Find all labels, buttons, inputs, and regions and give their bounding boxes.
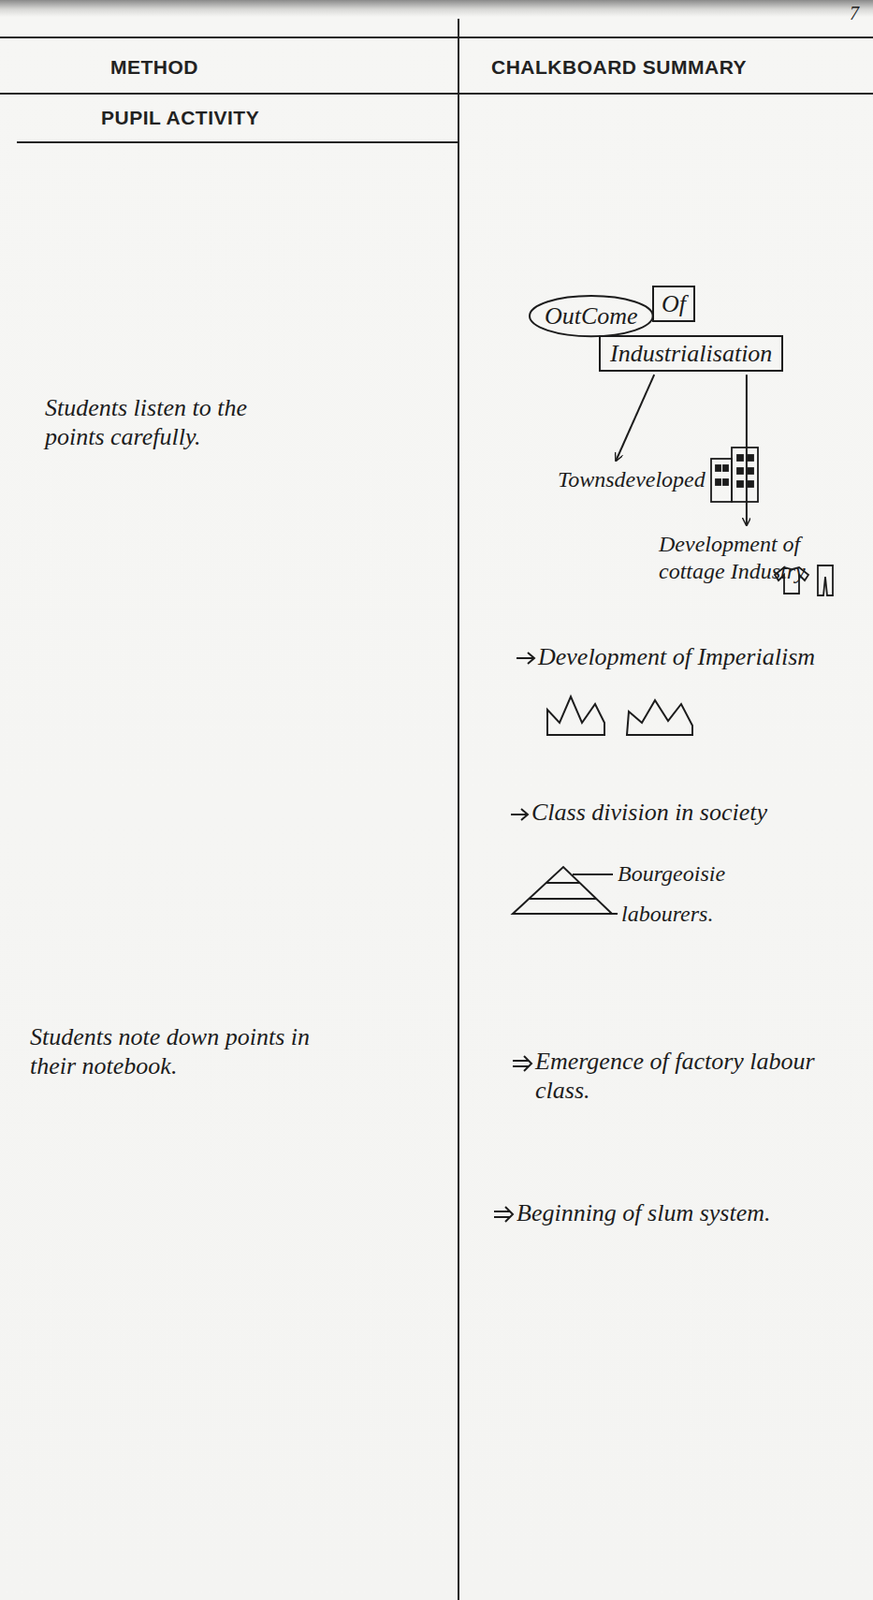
trousers-symbol bbox=[817, 565, 833, 596]
bullet-arrow bbox=[512, 1055, 532, 1071]
node-text: OutCome bbox=[544, 301, 639, 331]
text-node: Townsdeveloped bbox=[553, 464, 710, 495]
node-text: Of bbox=[661, 289, 686, 319]
class-pyramid bbox=[512, 866, 618, 914]
building bbox=[711, 458, 732, 502]
pyramid-layer bbox=[529, 897, 597, 900]
window bbox=[723, 465, 728, 471]
node-text: Development of cottage Industry bbox=[658, 530, 863, 585]
rule-line bbox=[0, 92, 873, 95]
window bbox=[747, 467, 754, 474]
leader-line bbox=[611, 912, 618, 915]
oval-node: OutCome bbox=[529, 295, 654, 336]
crown-symbol bbox=[626, 699, 693, 735]
bullet-arrow bbox=[494, 1206, 513, 1222]
building bbox=[731, 447, 758, 502]
bullet-arrow bbox=[510, 808, 528, 820]
pyramid-layer bbox=[546, 881, 581, 884]
crown-symbol bbox=[547, 696, 605, 735]
handwritten-note: Students listen to the points carefully. bbox=[44, 392, 270, 452]
bullet-arrows bbox=[494, 652, 535, 1222]
handwritten-note: Students note down points in their noteb… bbox=[29, 1021, 330, 1080]
column-divider bbox=[457, 18, 460, 1600]
arrow-connector bbox=[615, 374, 655, 461]
window bbox=[737, 480, 743, 487]
column-heading: PUPIL ACTIVITY bbox=[101, 106, 260, 130]
boxed-node: Of bbox=[652, 285, 696, 322]
window bbox=[715, 465, 721, 471]
text-node: Development of cottage Industry bbox=[654, 528, 867, 587]
crown-icons bbox=[547, 696, 693, 735]
window bbox=[737, 454, 743, 461]
window bbox=[723, 479, 728, 485]
oval-outline bbox=[529, 295, 654, 336]
handwritten-note: Bourgeoisie bbox=[617, 859, 726, 888]
column-heading: METHOD bbox=[110, 56, 199, 79]
rule-line bbox=[0, 36, 873, 39]
handwritten-note: labourers. bbox=[621, 900, 713, 928]
handwritten-note: Beginning of slum system. bbox=[516, 1197, 854, 1227]
window bbox=[715, 479, 721, 485]
handwritten-note: Development of Imperialism bbox=[538, 641, 857, 671]
node-text: Industrialisation bbox=[610, 338, 772, 368]
column-heading: CHALKBOARD SUMMARY bbox=[491, 56, 747, 79]
node-text: Townsdeveloped bbox=[557, 465, 706, 494]
leader-line bbox=[572, 873, 613, 875]
ruled-lines bbox=[0, 18, 873, 1600]
handwritten-note: Emergence of factory labour class. bbox=[535, 1046, 844, 1105]
window bbox=[747, 454, 754, 461]
bullet-arrow bbox=[516, 652, 535, 664]
window bbox=[747, 480, 754, 487]
rule-line bbox=[16, 141, 459, 144]
handwritten-note: Class division in society bbox=[531, 797, 850, 827]
pyramid-outline bbox=[512, 866, 612, 914]
window bbox=[737, 467, 743, 474]
handwritten-note: 7 bbox=[849, 1, 859, 25]
buildings-icon bbox=[711, 447, 758, 502]
boxed-node: Industrialisation bbox=[598, 334, 784, 372]
arrow-connector bbox=[745, 374, 748, 525]
